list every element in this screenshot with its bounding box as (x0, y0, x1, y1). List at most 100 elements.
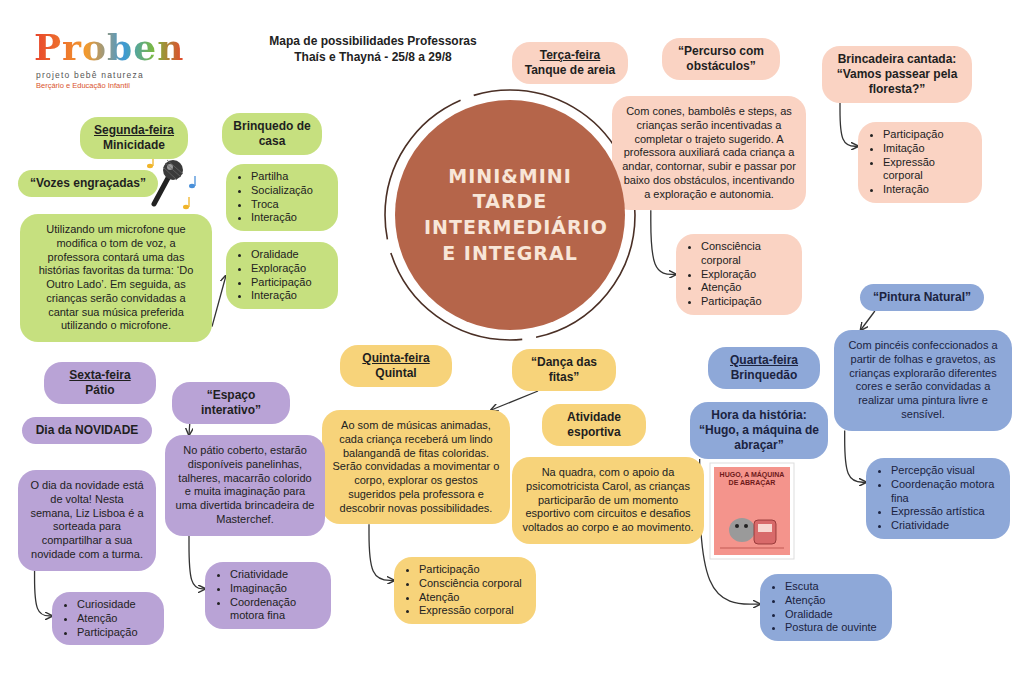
book-title: HUGO, A MÁQUINA DE ABRAÇAR (716, 471, 788, 487)
skills-list-box: CriatividadeImaginaçãoCoordenação motora… (205, 562, 331, 629)
day-box: Sexta-feiraPátio (44, 362, 156, 404)
heading-box: “Vozes engraçadas” (18, 170, 158, 197)
skill-item: Interação (883, 183, 973, 197)
heading-box: “Dança das fitas” (512, 349, 616, 391)
skills-list-box: Consciência corporalExploraçãoAtençãoPar… (676, 234, 802, 315)
skill-item: Oralidade (785, 608, 883, 622)
heading-text: Terça-feira (521, 48, 619, 63)
heading-box: Hora da história: “Hugo, a máquina de ab… (690, 402, 828, 459)
heading-box: “Pintura Natural” (860, 284, 984, 311)
connector-arrow (491, 391, 538, 410)
skill-item: Consciência corporal (701, 240, 793, 268)
heading-text: Quarta-feira (717, 353, 811, 368)
heading-text: Brincadeira cantada: “Vamos passear pela… (831, 52, 963, 97)
description-text: Na quadra, com o apoio da psicomotricist… (522, 466, 694, 535)
heading-text: “Percurso com obstáculos” (671, 44, 771, 74)
skill-item: Socialização (251, 184, 329, 198)
heading-box: “Espaço interativo” (172, 382, 290, 424)
heading-text: Brinquedão (717, 368, 811, 383)
description-text: Utilizando um microfone que modifica o t… (30, 223, 202, 333)
description-box: Ao som de músicas animadas, cada criança… (322, 410, 510, 524)
center-circle: MINI&MINI TARDE INTERMEDIÁRIO E INTEGRAL (395, 100, 625, 330)
description-box: No pátio coberto, estarão disponíveis pa… (165, 435, 325, 536)
heading-text: “Espaço interativo” (181, 388, 281, 418)
skills-list-box: CuriosidadeAtençãoParticipação (52, 592, 164, 645)
skills-list-box: ParticipaçãoImitaçãoExpressão corporalIn… (858, 122, 982, 203)
connector-arrow (35, 571, 52, 616)
skill-item: Imaginação (230, 582, 322, 596)
connector-arrow (189, 536, 205, 589)
connector-arrow (651, 210, 676, 274)
microphone-icon (154, 160, 183, 204)
day-box: Segunda-feiraMinicidade (80, 117, 188, 159)
heading-text: “Dança das fitas” (521, 355, 607, 385)
heading-text: Hora da história: “Hugo, a máquina de ab… (699, 408, 819, 453)
heading-text: “Vozes engraçadas” (27, 176, 149, 191)
heading-text: Segunda-feira (89, 123, 179, 138)
connector-arrow (188, 424, 190, 435)
diagram-title: Mapa de possibilidades Professoras Thaís… (268, 34, 478, 65)
description-box: Com pincéis confeccionados a partir de f… (834, 330, 1012, 431)
skills-list-box: PartilhaSocializaçãoTrocaInteração (226, 164, 338, 231)
day-box: Terça-feiraTanque de areia (512, 42, 628, 84)
skill-item: Expressão corporal (419, 604, 527, 618)
skill-item: Partilha (251, 170, 329, 184)
description-text: Com cones, bambolês e steps, as crianças… (622, 105, 796, 201)
logo-subtitle: Berçário e Educação Infantil (36, 81, 130, 90)
skill-item: Troca (251, 198, 329, 212)
skill-item: Expressão artística (891, 505, 1001, 519)
day-box: Quarta-feiraBrinquedão (708, 347, 820, 389)
description-box: O dia da novidade está de volta! Nesta s… (18, 470, 156, 571)
connector-arrow (840, 103, 858, 146)
skills-list-box: OralidadeExploraçãoParticipaçãoInteração (226, 242, 338, 309)
skill-item: Consciência corporal (419, 577, 527, 591)
heading-text: Brinquedo de casa (231, 119, 313, 149)
skill-item: Exploração (701, 268, 793, 282)
skill-item: Curiosidade (77, 598, 155, 612)
skill-item: Coordenação motora fina (230, 596, 322, 624)
logo-wordmark: Proben (34, 26, 184, 68)
skill-item: Percepção visual (891, 464, 1001, 478)
skill-item: Oralidade (251, 248, 329, 262)
skill-item: Atenção (701, 281, 793, 295)
heading-text: Tanque de areia (521, 63, 619, 78)
center-title: MINI&MINI TARDE INTERMEDIÁRIO E INTEGRAL (424, 164, 596, 267)
description-text: No pátio coberto, estarão disponíveis pa… (175, 444, 315, 527)
heading-text: Quintal (349, 366, 443, 381)
heading-text: Sexta-feira (53, 368, 147, 383)
center-ring (385, 90, 635, 340)
day-box: Quinta-feiraQuintal (340, 345, 452, 387)
heading-box: “Percurso com obstáculos” (662, 38, 780, 80)
logo-tagline: projeto bebê natureza (36, 70, 144, 80)
heading-text: Pátio (53, 383, 147, 398)
skill-item: Atenção (785, 594, 883, 608)
skills-list-box: ParticipaçãoConsciência corporalAtençãoE… (394, 557, 536, 624)
heading-box: Brinquedo de casa (222, 113, 322, 155)
skill-item: Atenção (77, 612, 155, 626)
skill-item: Expressão corporal (883, 156, 973, 184)
skill-item: Participação (883, 128, 973, 142)
heading-text: Quinta-feira (349, 351, 443, 366)
heading-text: Minicidade (89, 138, 179, 153)
skill-item: Criatividade (230, 568, 322, 582)
skill-item: Participação (419, 563, 527, 577)
book-cover (710, 463, 794, 559)
skill-item: Postura de ouvinte (785, 621, 883, 635)
skill-item: Coordenação motora fina (891, 478, 1001, 506)
skill-item: Exploração (251, 262, 329, 276)
connector-arrow (212, 276, 226, 327)
description-box: Na quadra, com o apoio da psicomotricist… (512, 457, 704, 544)
skill-item: Participação (701, 295, 793, 309)
description-text: Ao som de músicas animadas, cada criança… (332, 419, 500, 515)
skills-list-box: Percepção visualCoordenação motora finaE… (866, 458, 1010, 539)
heading-box: Atividade esportiva (542, 404, 646, 446)
heading-text: Dia da NOVIDADE (31, 423, 143, 438)
connector-arrow (861, 311, 875, 330)
skills-list-box: EscutaAtençãoOralidadePostura de ouvinte (760, 574, 892, 641)
skill-item: Atenção (419, 591, 527, 605)
description-text: Com pincéis confeccionados a partir de f… (844, 339, 1002, 422)
description-text: O dia da novidade está de volta! Nesta s… (28, 479, 146, 562)
connector-arrow (845, 431, 866, 483)
skill-item: Imitação (883, 142, 973, 156)
heading-text: Atividade esportiva (551, 410, 637, 440)
